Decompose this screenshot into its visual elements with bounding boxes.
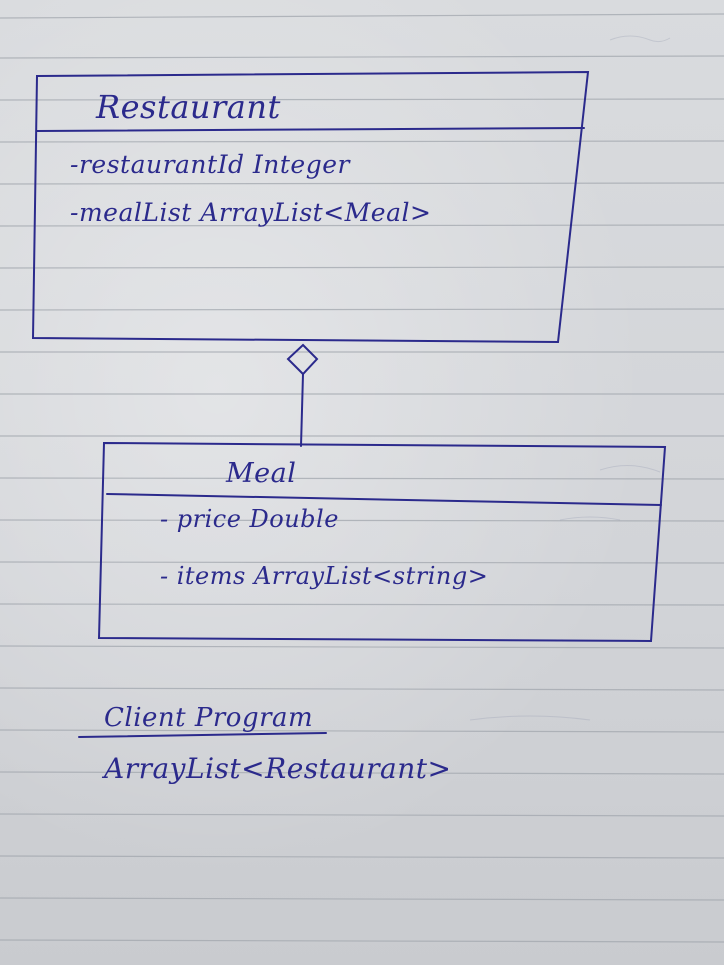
client-program-type: ArrayList<Restaurant>	[104, 752, 452, 785]
restaurant-attribute-meallist: -mealList ArrayList<Meal>	[70, 198, 432, 227]
aggregation-diamond	[286, 343, 319, 376]
client-program-title: Client Program	[104, 703, 314, 733]
meal-header-divider	[106, 493, 662, 506]
restaurant-class-box	[31, 70, 590, 344]
aggregation-line	[300, 373, 304, 447]
meal-class-name: Meal	[226, 458, 297, 489]
restaurant-class-name: Restaurant	[96, 88, 281, 126]
client-underline	[78, 732, 327, 738]
meal-attribute-price: - price Double	[160, 505, 339, 533]
restaurant-header-divider	[36, 127, 585, 132]
meal-attribute-items: - items ArrayList<string>	[160, 562, 489, 590]
meal-class-box	[97, 441, 667, 643]
restaurant-attribute-id: -restaurantId Integer	[70, 150, 350, 179]
